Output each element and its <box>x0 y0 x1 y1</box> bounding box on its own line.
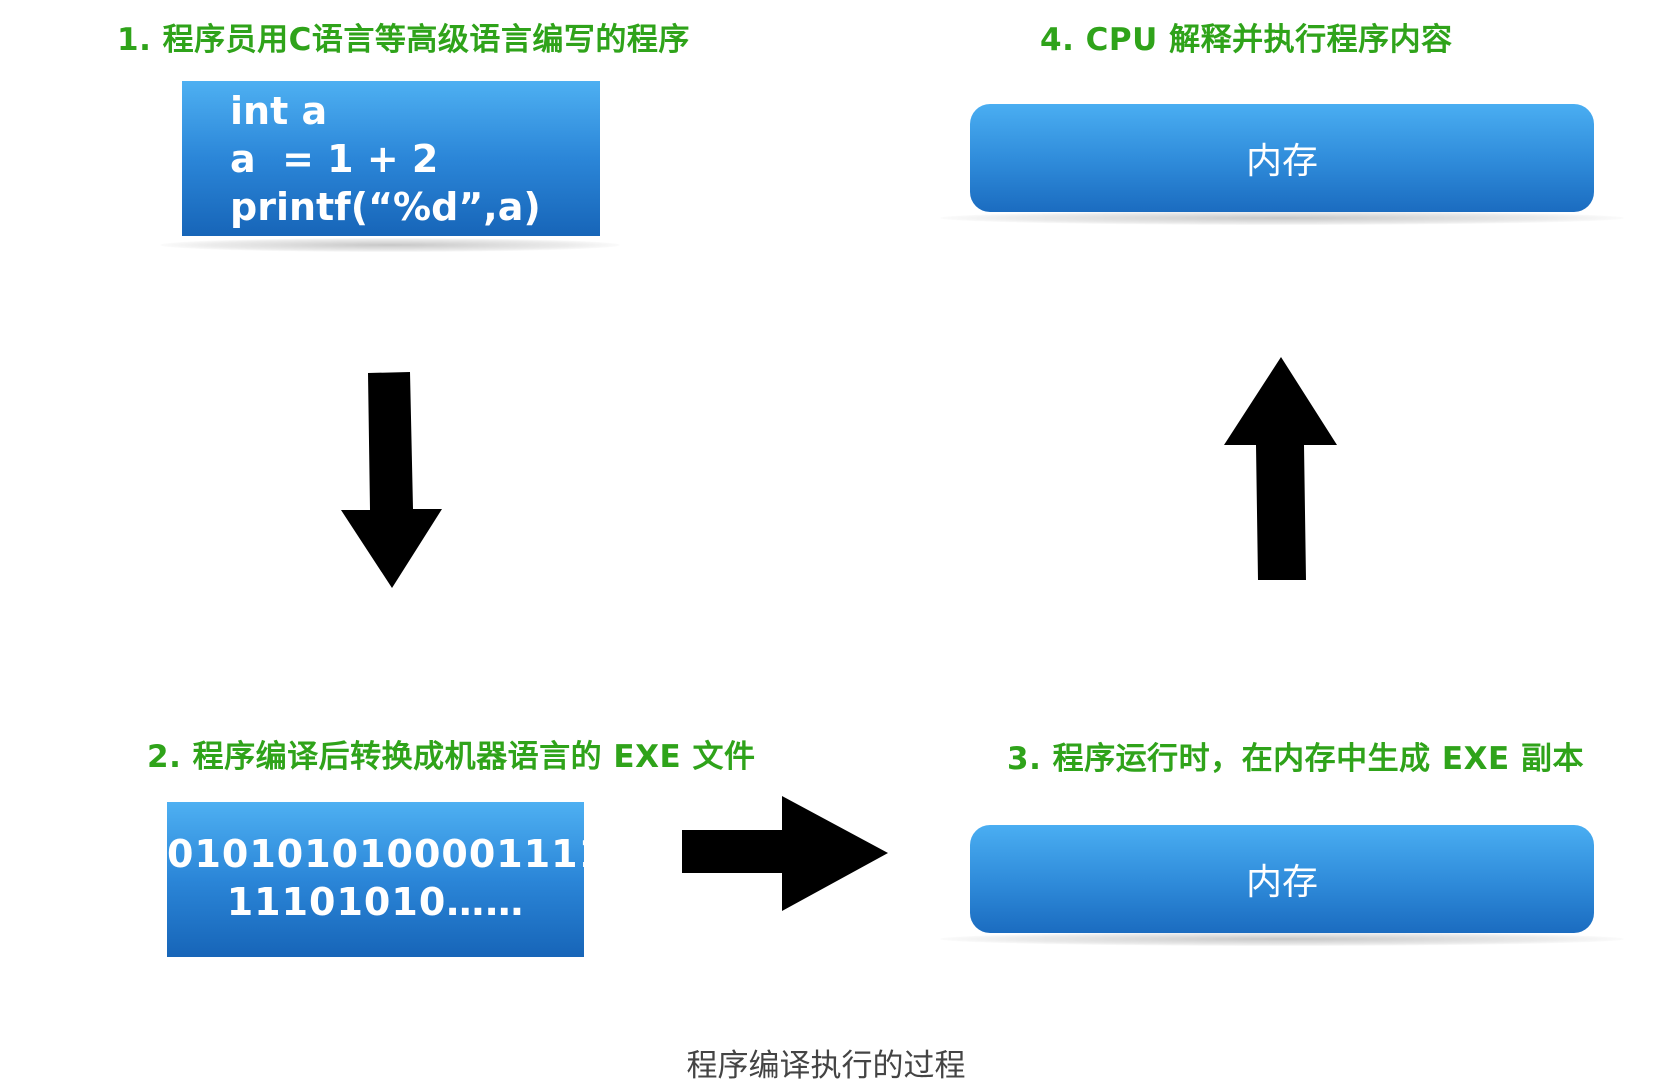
memory-box-bottom: 内存 <box>970 825 1594 933</box>
step-1-title: 1. 程序员用C语言等高级语言编写的程序 <box>117 22 690 58</box>
exe-binary-box: 0101010100001111 11101010…… <box>167 802 607 957</box>
memory-box-bottom-shadow <box>940 932 1624 946</box>
step-3-title: 3. 程序运行时，在内存中生成 EXE 副本 <box>1007 741 1584 777</box>
code-box-shadow <box>160 238 620 252</box>
memory-box-top-shadow <box>940 211 1624 225</box>
code-line-3: printf(“%d”,a) <box>230 185 541 229</box>
diagram-caption: 程序编译执行的过程 <box>686 1048 966 1084</box>
code-line-2: a = 1 + 2 <box>230 137 439 181</box>
source-code-box: int a a = 1 + 2 printf(“%d”,a) <box>182 81 600 236</box>
binary-line-1: 0101010100001111 <box>167 832 607 876</box>
step-4-title: 4. CPU 解释并执行程序内容 <box>1040 22 1453 58</box>
step-2-title: 2. 程序编译后转换成机器语言的 EXE 文件 <box>147 739 756 775</box>
arrow-up-icon <box>1224 357 1337 580</box>
memory-box-top-label: 内存 <box>1245 141 1318 182</box>
binary-line-2: 11101010…… <box>226 880 525 924</box>
code-line-1: int a <box>230 89 328 133</box>
memory-box-bottom-label: 内存 <box>1245 862 1318 903</box>
memory-box-top: 内存 <box>970 104 1594 212</box>
arrow-down-icon <box>341 372 442 588</box>
arrow-right-icon <box>682 796 888 911</box>
